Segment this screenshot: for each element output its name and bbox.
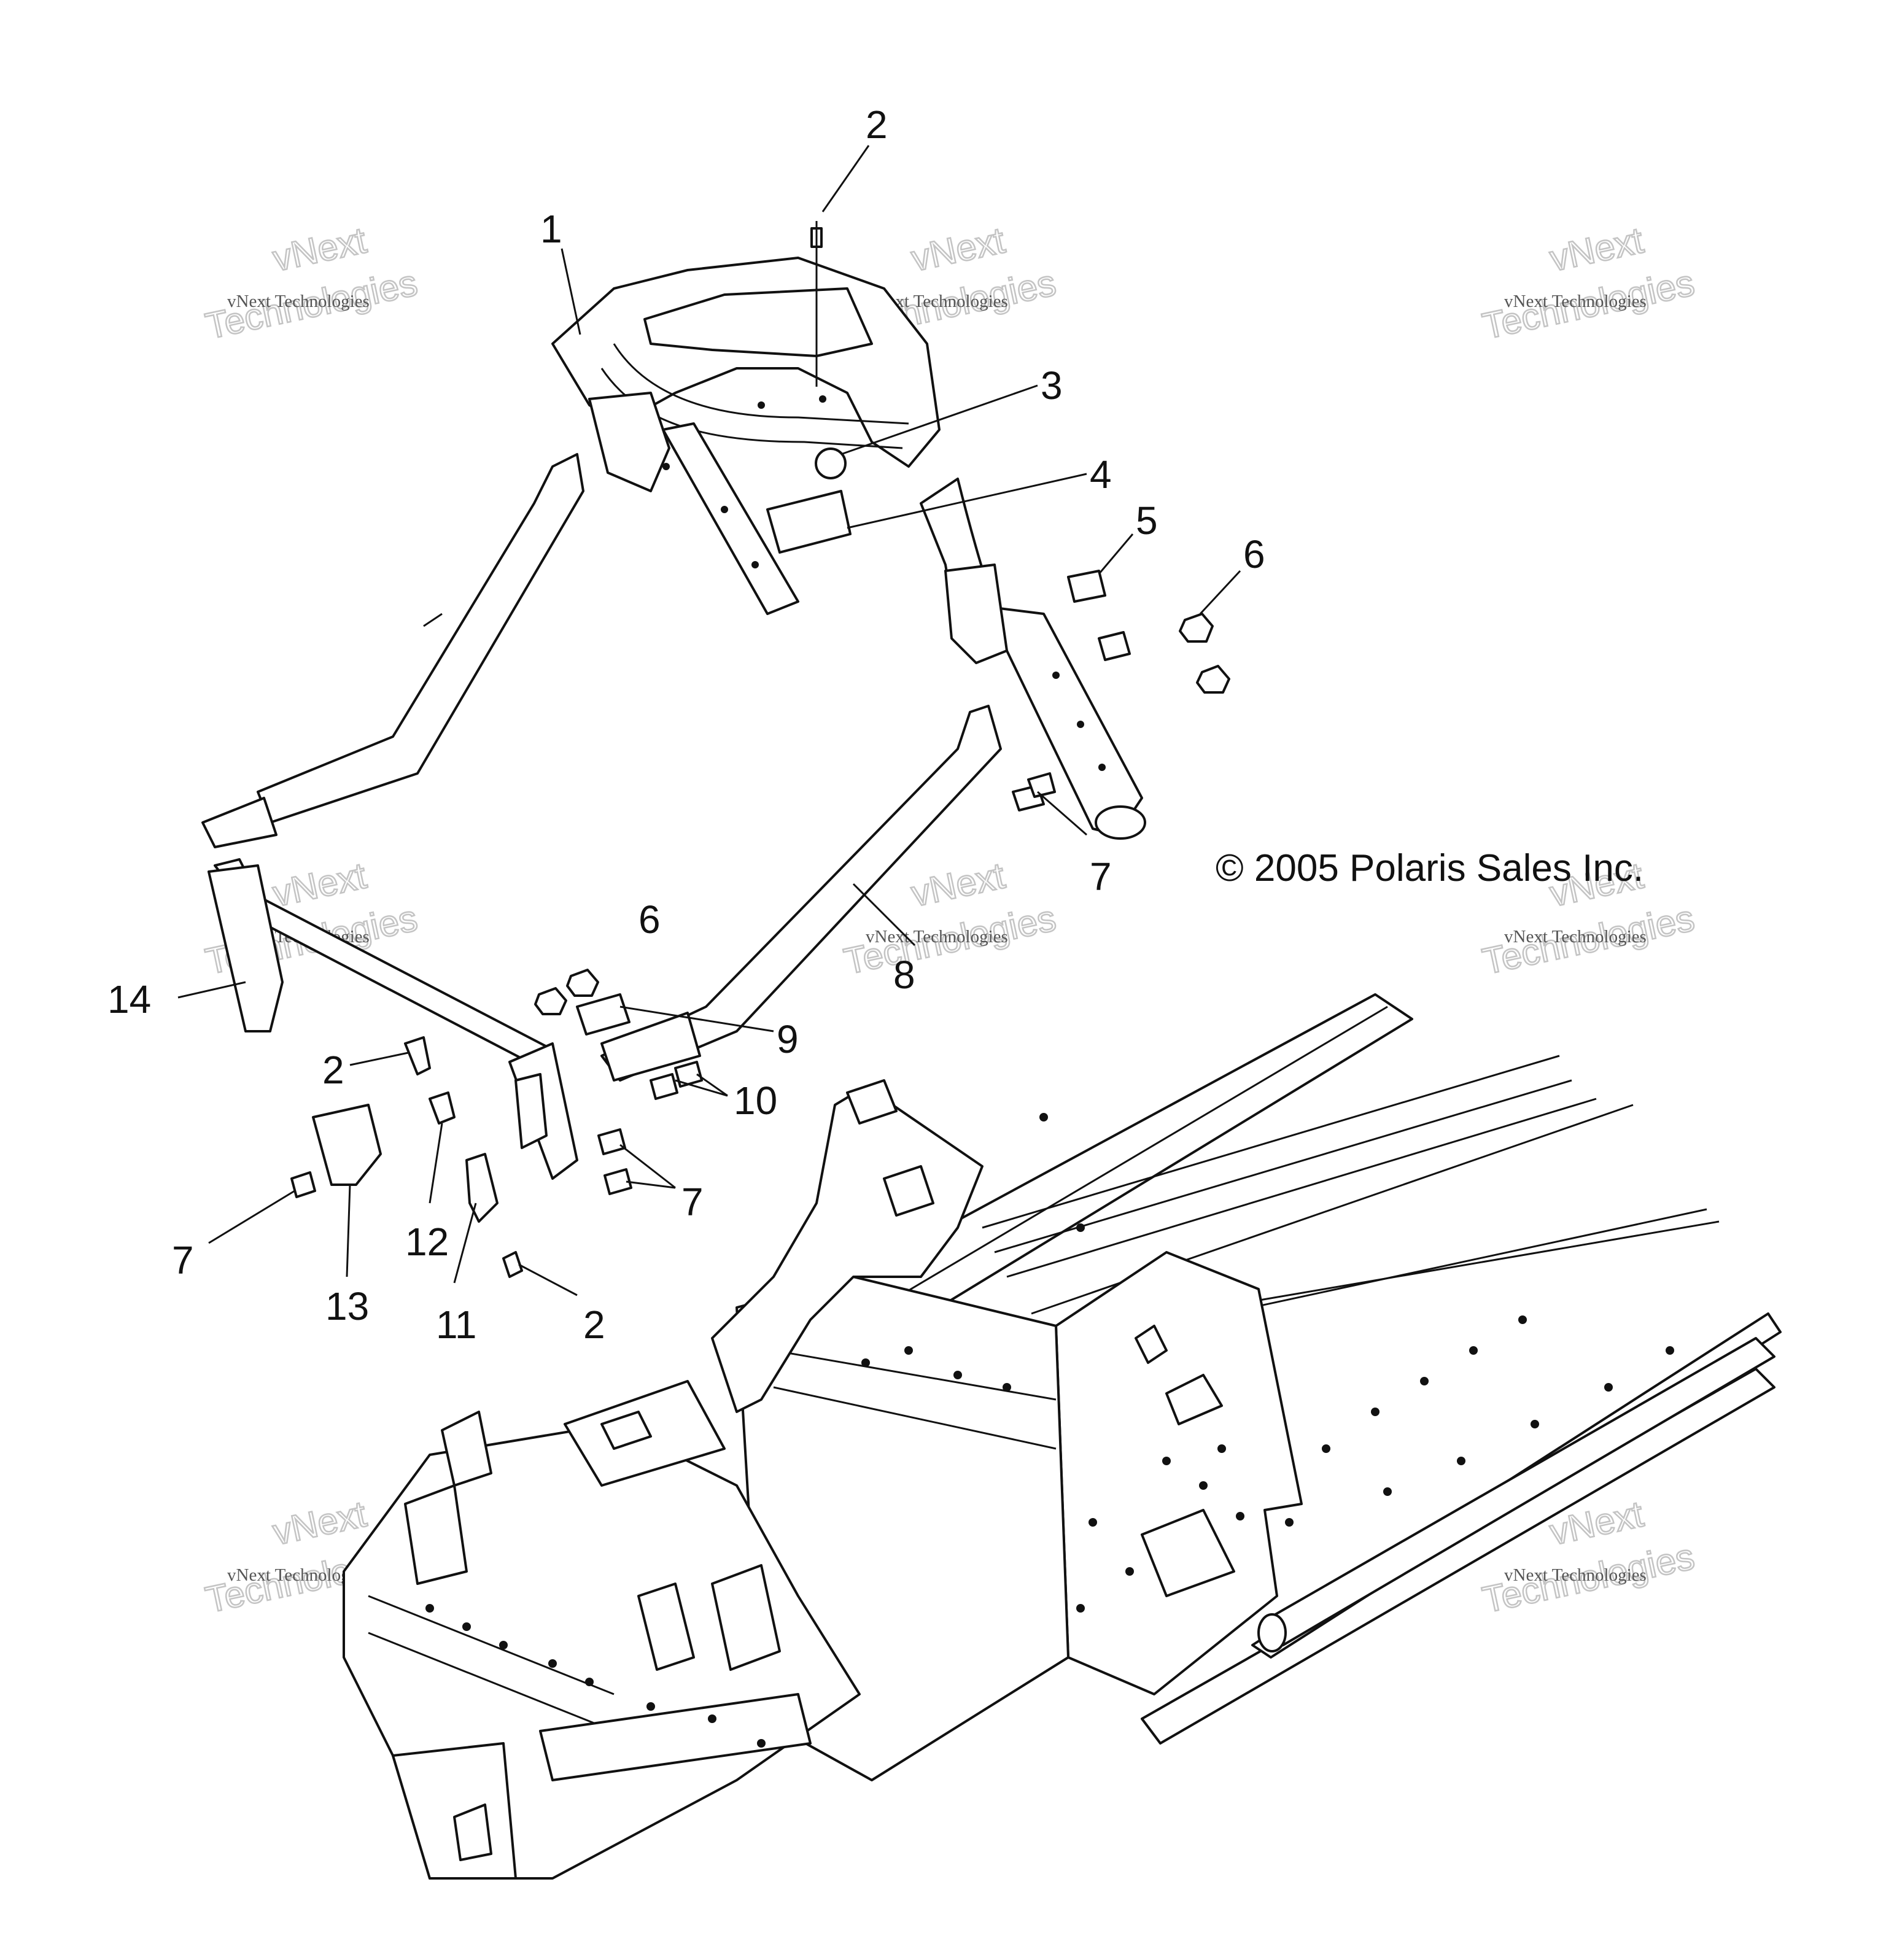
callout-11: 11 [436, 1303, 476, 1347]
svg-text:vNext Technologies: vNext Technologies [866, 927, 1008, 947]
callout-12: 12 [405, 1220, 449, 1264]
callout-13: 13 [325, 1284, 369, 1328]
copyright-notice: © 2005 Polaris Sales Inc. [1216, 847, 1643, 889]
svg-text:vNext: vNext [907, 854, 1008, 914]
svg-text:vNext: vNext [907, 219, 1008, 279]
svg-text:vNext Technologies: vNext Technologies [1504, 927, 1647, 947]
nut-6d [566, 969, 599, 997]
chassis-holes [425, 1113, 1674, 1748]
callout-7-left: 7 [172, 1238, 194, 1282]
part-8-strut [600, 705, 1056, 1082]
callout-2-low: 2 [583, 1303, 605, 1347]
upper-left-strut [201, 453, 584, 848]
callout-14: 14 [107, 977, 151, 1021]
callout-2-mid: 2 [322, 1048, 344, 1092]
callout-8: 8 [893, 953, 915, 997]
bracket-4 [766, 490, 852, 554]
callout-3: 3 [1041, 363, 1063, 408]
grommet-3 [815, 447, 847, 479]
svg-text:vNext Technologies: vNext Technologies [1504, 1565, 1647, 1585]
clip-12 [429, 1091, 456, 1125]
callout-4: 4 [1090, 452, 1112, 497]
callout-10: 10 [734, 1079, 777, 1123]
part-1-steering-support [551, 257, 1146, 840]
callout-5: 5 [1136, 498, 1158, 543]
bolt-7c [597, 1128, 626, 1155]
nut-6c [534, 987, 567, 1015]
rivet-2-low [502, 1251, 523, 1278]
callout-9: 9 [777, 1017, 799, 1061]
plate-11 [465, 1153, 499, 1223]
nut-6b [1196, 665, 1230, 694]
bracket-13 [312, 1104, 382, 1186]
bolt-5a [1067, 570, 1106, 603]
nut-6a [1179, 613, 1214, 643]
bolt-7d [603, 1168, 632, 1195]
callout-6-mid: 6 [638, 897, 661, 942]
callout-1: 1 [540, 207, 562, 251]
watermark-3: vNext Technologies vNext Technologies [1478, 219, 1699, 347]
rivet-2-mid [404, 1036, 431, 1075]
callout-2-top: 2 [866, 103, 888, 147]
svg-text:vNext: vNext [269, 1493, 370, 1552]
callout-6-top: 6 [1243, 532, 1265, 576]
callout-7-right: 7 [1090, 854, 1112, 899]
plate-9 [576, 993, 631, 1036]
part-14-crossbar [208, 858, 578, 1180]
callout-7-mid: 7 [681, 1180, 704, 1224]
svg-text:vNext: vNext [1546, 219, 1647, 279]
svg-text:vNext Technologies: vNext Technologies [227, 292, 370, 311]
watermark-1: vNext Technologies vNext Technologies [201, 219, 422, 347]
bolt-5b [1098, 631, 1131, 661]
bolt-7e [290, 1171, 316, 1198]
svg-text:vNext: vNext [269, 854, 370, 914]
chassis [343, 993, 1782, 1880]
leader-lines [177, 145, 1241, 1296]
svg-text:vNext Technologies: vNext Technologies [1504, 292, 1647, 311]
hardware-middle [290, 969, 703, 1278]
bolt-10b [674, 1061, 703, 1088]
callout-numbers: 1 2 3 4 5 6 7 8 6 9 14 2 10 7 7 12 13 11… [107, 103, 1265, 1347]
bolt-10a [650, 1073, 678, 1100]
bolt-7b [1027, 772, 1056, 798]
svg-text:vNext: vNext [269, 219, 370, 279]
